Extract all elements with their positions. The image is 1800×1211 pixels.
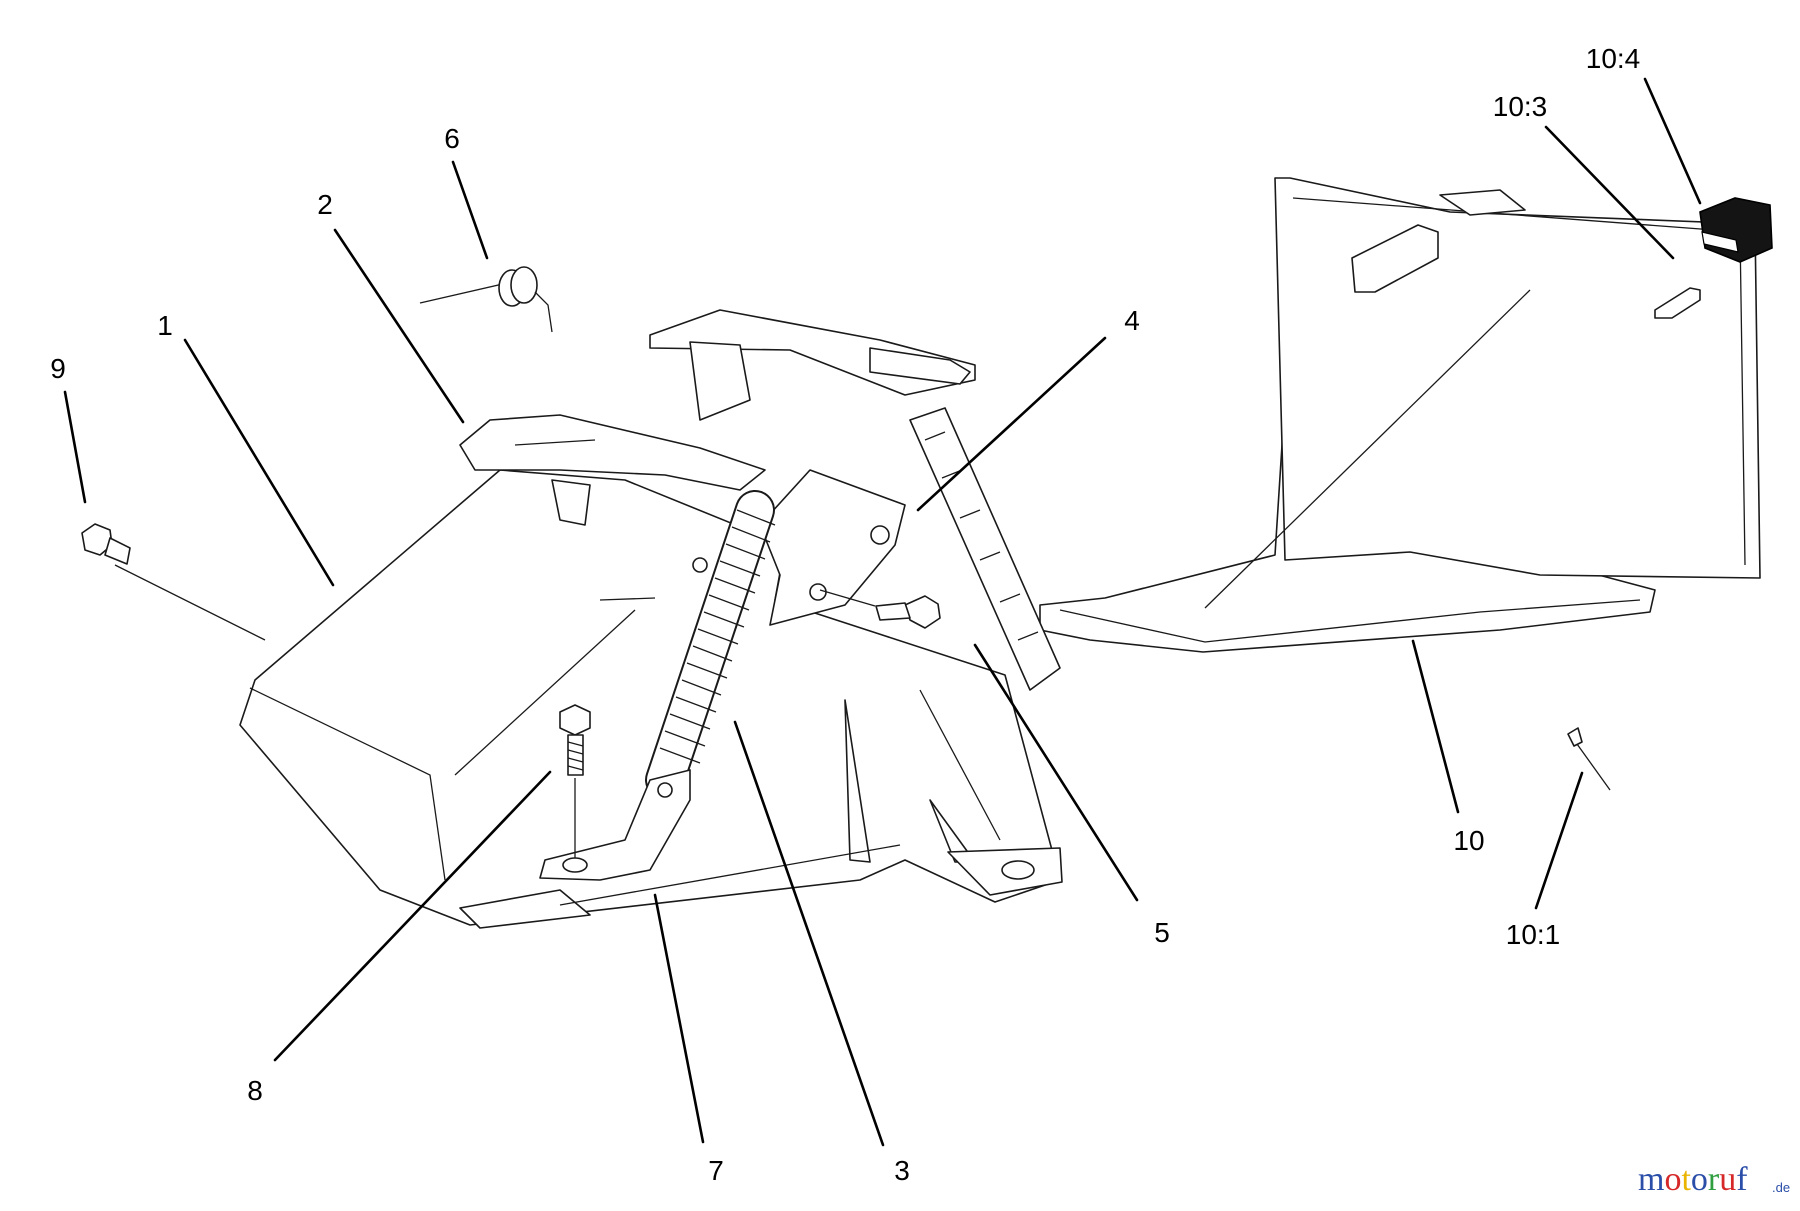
callout-2: 2 <box>317 189 333 220</box>
leader-9 <box>63 390 87 504</box>
watermark-letter: u <box>1719 1161 1736 1198</box>
callout-10-1: 10:1 <box>1506 919 1561 950</box>
leader-5 <box>973 643 1139 902</box>
part-10-4-cap <box>1699 197 1773 263</box>
callout-labels: 1 2 3 4 5 6 7 8 9 10 10:1 10:3 10:4 <box>50 43 1640 1186</box>
leader-1 <box>183 338 335 587</box>
part-10-3-latch-plate <box>1654 287 1701 319</box>
part-2-pedal-assembly <box>459 309 976 526</box>
watermark-letter: o <box>1664 1161 1681 1198</box>
leader-10-4 <box>1643 77 1702 205</box>
watermark-logo: motoruf .de <box>1638 1161 1790 1198</box>
watermark-suffix: .de <box>1772 1180 1790 1195</box>
leader-10-3 <box>1544 125 1675 260</box>
leader-3 <box>733 720 885 1147</box>
callout-9: 9 <box>50 353 66 384</box>
callout-7: 7 <box>708 1155 724 1186</box>
part-5-bolt <box>819 589 941 629</box>
watermark-letter: o <box>1691 1161 1708 1198</box>
part-1-housing <box>239 469 1063 929</box>
part-10-1-rivet <box>1567 727 1611 791</box>
callout-8: 8 <box>247 1075 263 1106</box>
callout-10-3: 10:3 <box>1493 91 1548 122</box>
callout-5: 5 <box>1154 917 1170 948</box>
leader-10-1 <box>1534 771 1584 910</box>
watermark-letter: m <box>1638 1161 1664 1198</box>
leader-lines <box>63 77 1702 1147</box>
ladder-bracket <box>909 407 1061 691</box>
leader-2 <box>333 228 465 424</box>
callout-10: 10 <box>1453 825 1484 856</box>
part-10-discharge-chute <box>1039 177 1761 653</box>
leader-6 <box>451 160 489 260</box>
part-6-spring-pin <box>419 266 553 333</box>
watermark-letter: f <box>1736 1161 1748 1198</box>
svg-text:motoruf: motoruf <box>1638 1161 1748 1198</box>
part-8-bolt <box>559 704 591 858</box>
part-9-bolt <box>81 523 266 641</box>
watermark-letter: t <box>1681 1161 1691 1198</box>
part-3-spring <box>645 490 776 800</box>
callout-1: 1 <box>157 310 173 341</box>
callout-4: 4 <box>1124 305 1140 336</box>
part-7-spring-bracket <box>539 769 691 881</box>
callout-6: 6 <box>444 123 460 154</box>
callout-10-4: 10:4 <box>1586 43 1641 74</box>
leader-7 <box>653 893 705 1144</box>
watermark-letter: r <box>1708 1161 1720 1198</box>
part-4-hinge-bracket <box>692 469 906 626</box>
leader-10 <box>1411 639 1460 814</box>
leader-4 <box>916 336 1107 512</box>
leader-8 <box>273 770 552 1062</box>
callout-3: 3 <box>894 1155 910 1186</box>
